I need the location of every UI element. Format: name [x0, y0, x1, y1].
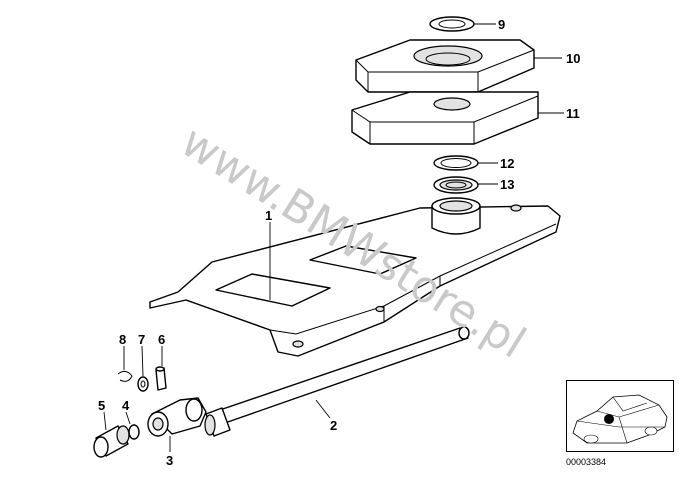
part-8-clip	[117, 370, 133, 382]
callout-1: 1	[265, 208, 272, 223]
part-13-bearing	[433, 176, 479, 194]
callout-3: 3	[166, 453, 173, 468]
leader-lines	[103, 23, 564, 452]
car-outline	[572, 394, 668, 444]
part-3-bush	[147, 397, 207, 437]
callout-9: 9	[498, 17, 505, 32]
part-9-ring	[429, 16, 475, 32]
callout-13: 13	[500, 177, 514, 192]
callout-10: 10	[566, 51, 580, 66]
car-location-inset	[566, 380, 674, 452]
callout-7: 7	[138, 332, 145, 347]
part-11-block	[351, 91, 539, 145]
part-7-washer	[137, 376, 149, 392]
location-marker	[604, 414, 614, 424]
part-1-bracket	[149, 197, 561, 357]
part-12-ring	[433, 155, 479, 171]
callout-6: 6	[158, 332, 165, 347]
part-2-rod	[204, 326, 470, 437]
callout-5: 5	[98, 398, 105, 413]
callout-12: 12	[500, 156, 514, 171]
callout-11: 11	[566, 106, 580, 121]
part-4-ring	[128, 424, 140, 440]
callout-4: 4	[122, 398, 130, 413]
callout-2: 2	[330, 418, 337, 433]
callout-8: 8	[119, 332, 126, 347]
diagram-code: 00003384	[566, 457, 607, 467]
part-10-block	[355, 39, 535, 93]
part-5-sleeve	[93, 425, 130, 458]
part-6-pin	[155, 366, 167, 391]
